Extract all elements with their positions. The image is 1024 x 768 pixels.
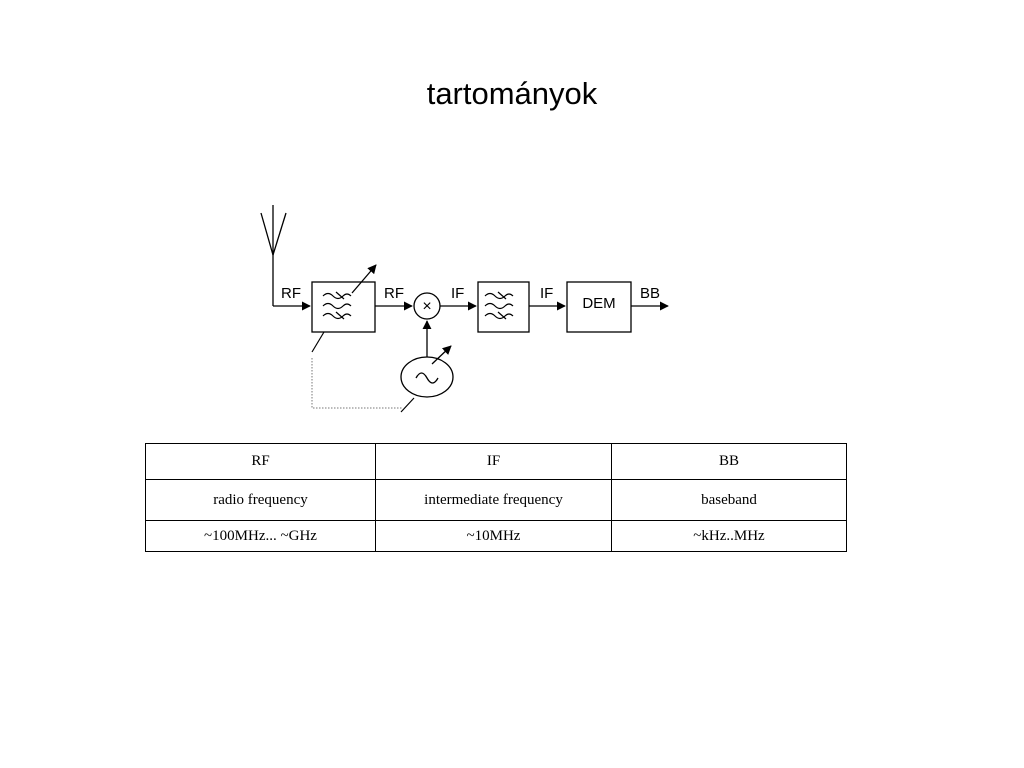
table-header-row: RF IF BB xyxy=(145,443,847,480)
tuning-arrow-icon xyxy=(351,264,377,294)
if-input-label: IF xyxy=(451,285,464,302)
table-cell: ~100MHz... ~GHz xyxy=(145,520,376,552)
bb-output-label: BB xyxy=(640,285,660,302)
frequency-domain-table: RF IF BB radio frequency intermediate fr… xyxy=(145,443,847,552)
local-oscillator xyxy=(400,345,454,413)
ganged-tuning-link xyxy=(311,358,402,409)
oscillator-tuning-line xyxy=(400,397,415,413)
table-cell: intermediate frequency xyxy=(375,479,612,521)
mixer: × xyxy=(413,292,441,320)
if-filter xyxy=(477,281,530,333)
table-header-cell: RF xyxy=(145,443,376,480)
table-row: ~100MHz... ~GHz ~10MHz ~kHz..MHz xyxy=(145,520,847,552)
table-cell: ~10MHz xyxy=(375,520,612,552)
receiver-block-diagram: RF RF × IF IF xyxy=(260,205,669,413)
page-title: tartományok xyxy=(426,76,598,111)
rf-output-label: RF xyxy=(384,285,404,302)
table-header-cell: BB xyxy=(611,443,847,480)
mixer-symbol: × xyxy=(422,298,431,315)
bandpass-filter-icon xyxy=(322,291,352,320)
table-cell: baseband xyxy=(611,479,847,521)
if-output-label: IF xyxy=(540,285,553,302)
demodulator-block: DEM xyxy=(566,281,632,333)
table-cell: radio frequency xyxy=(145,479,376,521)
filter-tuning-line xyxy=(311,331,325,353)
demodulator-label: DEM xyxy=(582,295,615,312)
bandpass-filter-icon xyxy=(484,291,514,320)
rf-input-label: RF xyxy=(281,285,301,302)
table-header-cell: IF xyxy=(375,443,612,480)
sine-wave-icon xyxy=(415,372,439,384)
table-row: radio frequency intermediate frequency b… xyxy=(145,479,847,521)
tuning-arrow-icon xyxy=(431,345,452,365)
antenna-icon xyxy=(260,205,287,306)
table-cell: ~kHz..MHz xyxy=(611,520,847,552)
tunable-rf-filter xyxy=(311,264,377,353)
